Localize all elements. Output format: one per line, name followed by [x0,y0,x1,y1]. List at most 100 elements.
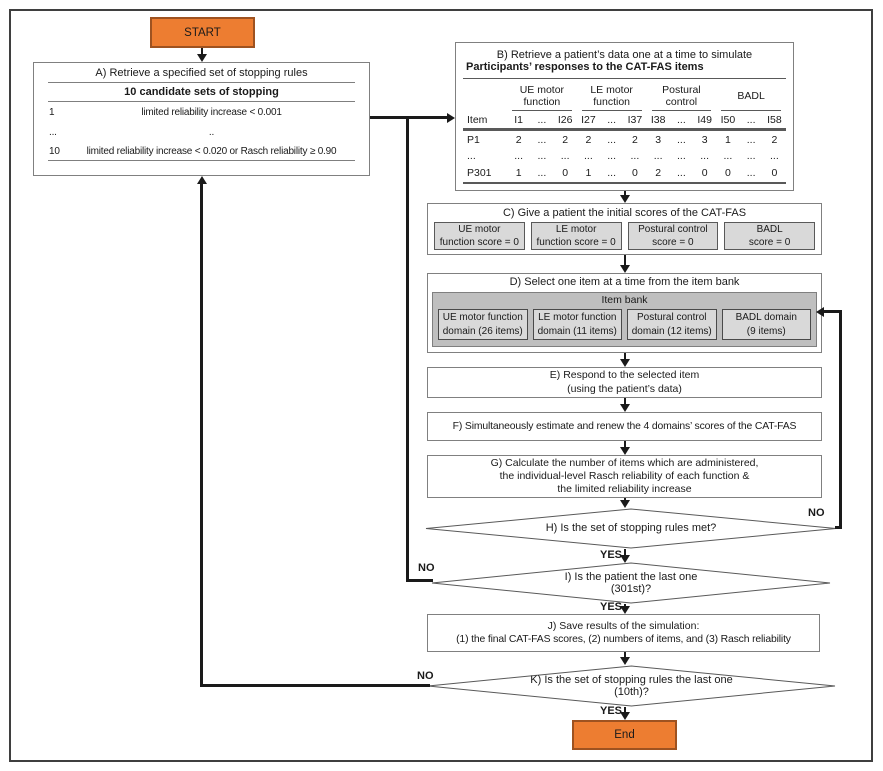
group-header-badl: BADL [721,81,781,111]
bank-domain-line: LE motor function [538,312,617,323]
score-box-line: BADL [756,224,783,235]
column-header: I50 [716,111,740,129]
diamond-shape [431,562,831,604]
table-row-dots: ... ... ... ... ... ... ... ... ... ... … [463,148,786,163]
score-box-line: function score = 0 [439,237,519,248]
box-b-subtitle: Participants’ responses to the CAT-FAS i… [466,61,704,73]
loop-i-no-vertical [406,116,409,582]
cell: 3 [655,133,662,146]
arrow-h-i-head [620,555,630,563]
cell: ... [607,149,616,162]
rule-id: ... [49,127,57,138]
diamond-k-line: K) Is the set of stopping rules the last… [530,673,733,686]
start-node: START [150,17,255,48]
cell: 1 [515,166,522,179]
diamond-k-line: (10th)? [614,686,649,698]
bank-domain-badl: BADL domain (9 items) [721,309,811,340]
column-header: I58 [762,111,786,129]
bank-domain-ue: UE motor function domain (26 items) [438,309,528,340]
arrow-f-g-line [624,441,626,448]
cell: ... [537,133,547,146]
column-header: I26 [553,111,577,129]
diamond-i-last-patient: I) Is the patient the last one (301st)? [431,562,831,604]
arrow-start-a-head [197,54,207,62]
arrow-a-b-line [370,116,448,119]
cell: ... [653,149,663,162]
end-node: End [572,720,677,750]
box-j-save-results: J) Save results of the simulation: (1) t… [427,614,820,652]
cell: ... [676,166,686,179]
cell: ... [607,166,616,179]
box-f-estimate: F) Simultaneously estimate and renew the… [427,412,822,441]
cell: ... [467,149,476,162]
cell: ... [700,149,709,162]
arrow-e-f-head [620,404,630,412]
arrow-a-b-head [447,113,455,123]
arrow-g-h-head [620,500,630,508]
box-c-initial-scores: C) Give a patient the initial scores of … [427,203,822,255]
box-c-title: C) Give a patient the initial scores of … [502,207,747,219]
loop-h-no-vertical [839,310,842,529]
box-g-line: the limited reliability increase [557,483,692,495]
column-header: I1 [507,111,531,129]
score-box-row: UE motor function score = 0 LE motor fun… [428,222,821,250]
loop-h-no-seg2 [824,310,842,313]
divider [48,160,355,161]
box-b-patient-data: B) Retrieve a patient’s data one at a ti… [455,42,794,191]
loop-h-no-head [816,307,824,317]
score-box-le: LE motor function score = 0 [530,222,622,250]
group-header-ue: UE motor function [512,81,572,111]
cell: ... [583,149,593,162]
cell: 0 [701,166,708,179]
box-g-line: G) Calculate the number of items which a… [490,457,759,469]
diamond-i-text: I) Is the patient the last one (301st)? [431,562,831,604]
score-box-line: score = 0 [748,237,791,248]
bank-domain-le: LE motor function domain (11 items) [532,309,622,340]
bank-domain-line: domain (12 items) [631,325,712,337]
cell: 2 [655,166,662,179]
loop-k-no-vertical [200,183,203,687]
diamond-i-line: I) Is the patient the last one [564,570,698,583]
yes-label-h: YES [599,549,622,561]
cell: ... [537,149,547,162]
bank-domain-line: domain (26 items) [442,325,523,337]
diamond-shape [427,665,836,707]
column-header: I38 [646,111,670,129]
box-j-line: (1) the final CAT-FAS scores, (2) number… [456,634,791,645]
bank-domain-line: Postural control [637,312,707,323]
box-g-line: the individual-level Rasch reliability o… [499,470,750,482]
diagram-border [9,9,873,762]
box-d-select-item: D) Select one item at a time from the it… [427,273,822,353]
column-header: I37 [623,111,647,129]
column-header: Item [463,111,507,129]
arrow-c-d-line [624,255,626,266]
cell: 1 [585,166,592,179]
box-b-title: B) Retrieve a patient’s data one at a ti… [496,49,753,61]
box-f-text: F) Simultaneously estimate and renew the… [452,421,797,432]
loop-k-no-horizontal [200,684,430,687]
cell: ... [560,149,570,162]
arrow-c-d-head [620,265,630,273]
column-header: ... [600,111,624,129]
score-box-badl: BADL score = 0 [724,222,815,250]
no-label-h: NO [808,507,825,519]
box-a-table-title: 10 candidate sets of stopping [124,86,279,98]
rule-id: 10 [49,145,60,157]
item-bank-row: UE motor function domain (26 items) LE m… [433,308,816,340]
score-box-line: UE motor [458,224,501,235]
box-e-line: E) Respond to the selected item [549,369,700,381]
group-header-le: LE motor function [581,81,642,111]
cell: 2 [585,133,592,146]
arrow-h-i-line [624,549,626,556]
table-row-p1: P1 2 ... 2 2 ... 2 3 ... 3 1 ... 2 [463,131,786,148]
item-bank-title: Item bank [601,294,648,306]
box-e-respond: E) Respond to the selected item (using t… [427,367,822,398]
no-label-i: NO [418,562,435,574]
loop-k-no-head [197,176,207,184]
rule-row: ... .. [34,123,369,142]
cell: ... [630,149,640,162]
cell: P1 [467,133,480,146]
arrow-f-g-head [620,447,630,455]
arrow-e-f-line [624,398,626,405]
